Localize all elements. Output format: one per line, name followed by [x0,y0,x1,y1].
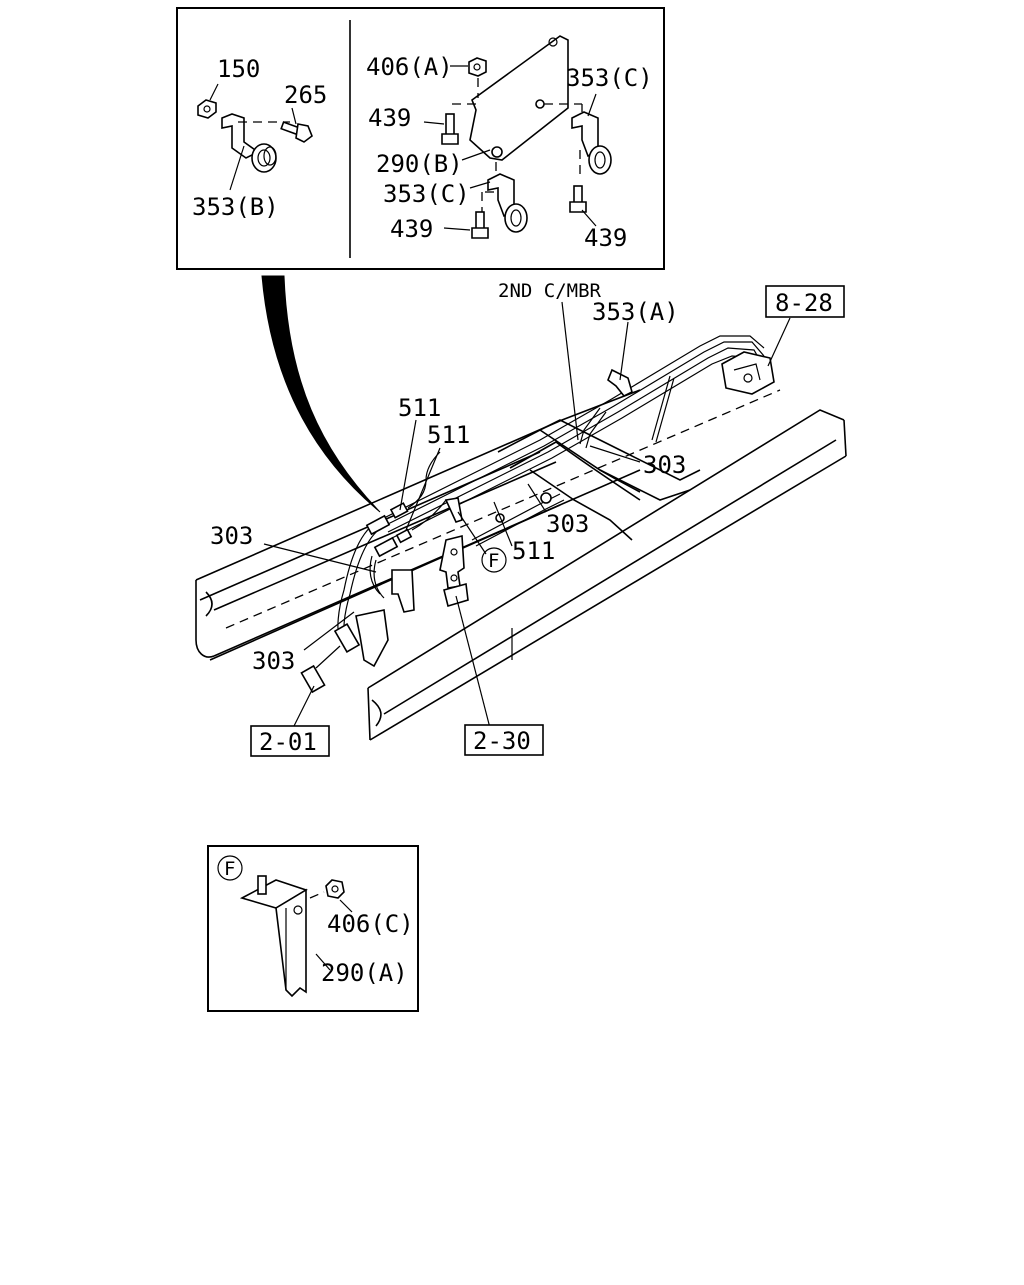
bracket-near-f [439,497,469,608]
label-290a: 290(A) [321,959,408,987]
ref-box-201[interactable] [250,725,330,757]
stud-icon [257,875,267,895]
bracket-290b-icon [469,35,569,161]
brake-pipes [337,335,775,643]
label-511-b: 511 [427,421,470,449]
main-leaders [263,301,791,729]
label-511-c: 511 [512,537,555,565]
bracket-290b-detail: 406(A) 439 290(B) 353(C) 439 353(C) 439 [366,35,653,252]
label-201: 2-01 [259,728,317,756]
label-511-a: 511 [398,394,441,422]
label-353c-right: 353(C) [566,64,653,92]
label-439-right: 439 [584,224,627,252]
clip-353a-icon [607,368,633,398]
ref-box-230[interactable] [464,724,544,756]
detail-f-box: F 406(C) 290(A) [207,845,419,1012]
label-150: 150 [217,55,260,83]
nut-406a-icon [468,57,487,77]
label-406c: 406(C) [327,910,414,938]
nut-150-icon [197,99,217,119]
label-303-left: 303 [210,522,253,550]
main-labels: 2ND C/MBR 353(A) 8-28 511 511 303 303 51… [210,280,845,757]
sensor-assembly [300,569,415,694]
hose-connector-3 [373,536,399,558]
label-view-f: F [488,550,499,572]
label-353b: 353(B) [192,193,279,221]
detail-f-label: F [224,858,235,880]
label-230: 2-30 [473,727,531,755]
label-265: 265 [284,81,327,109]
view-f-circle [481,547,507,573]
label-2nd-cmbr: 2ND C/MBR [498,280,602,302]
label-353c-lower: 353(C) [383,180,470,208]
label-353a: 353(A) [592,298,679,326]
label-303-right: 303 [643,451,686,479]
clip-353c-lower-icon [487,173,515,218]
label-439-upper: 439 [368,104,411,132]
top-detail-box [176,7,665,270]
nut-406c-icon [325,879,345,899]
fitting-block-828 [721,351,775,395]
label-303-lower: 303 [252,647,295,675]
ref-box-828[interactable] [765,285,845,318]
detail-pointer-arrow [261,275,381,513]
label-290b: 290(B) [376,150,463,178]
detail-f-circle [217,855,243,881]
clip-353b-detail: 150 265 353(B) [192,55,327,221]
frame-rails [195,389,847,741]
label-406a: 406(A) [366,53,453,81]
label-828: 8-28 [775,289,833,317]
hose-connector-1 [365,514,391,536]
sensor-connector-icon [300,664,326,694]
label-439-lower: 439 [390,215,433,243]
label-303-center: 303 [546,510,589,538]
hose-connector-2 [389,502,409,519]
